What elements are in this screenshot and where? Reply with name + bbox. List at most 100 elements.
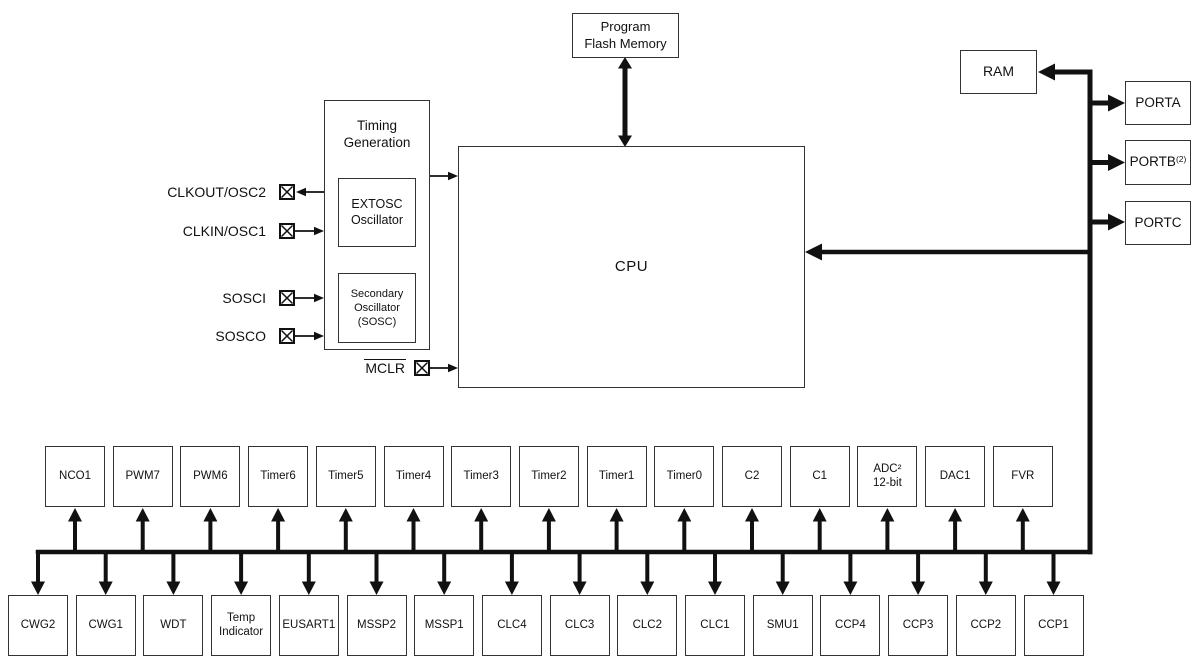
clkout-arrow [296, 187, 324, 197]
peripheral-clc2-block: CLC2 [617, 595, 678, 656]
peripheral-dac1-block: DAC1 [925, 446, 986, 507]
bus-up-arrow [271, 508, 286, 551]
peripheral-label: Indicator [219, 625, 264, 638]
bus-down-arrow [301, 550, 316, 595]
bus-portc-arrow [1090, 213, 1125, 231]
peripheral-eusart1-block: EUSART1 [278, 595, 339, 656]
peripheral-label: CLC1 [700, 618, 730, 631]
program-flash-memory-block: Program Flash Memory [572, 13, 679, 58]
peripheral-ccp4-block: CCP4 [820, 595, 881, 656]
secondary-oscillator-block: Secondary Oscillator (SOSC) [338, 273, 416, 343]
bus-down-arrow [369, 550, 384, 595]
bus-up-arrow [609, 508, 624, 551]
bus-down-arrow [640, 550, 655, 595]
peripheral-ccp3-block: CCP3 [888, 595, 949, 656]
clkout-pin-icon [279, 184, 295, 200]
peripheral-label: CLC2 [632, 618, 662, 631]
peripheral-label: Timer0 [666, 469, 702, 482]
block-label: Generation [343, 134, 411, 150]
peripheral-label: CWG2 [20, 618, 56, 631]
peripheral-timer1-block: Timer1 [586, 446, 647, 507]
peripheral-cwg1-block: CWG1 [75, 595, 136, 656]
bus-down-arrow [166, 550, 181, 595]
peripheral-fvr-block: FVR [992, 446, 1053, 507]
block-label: RAM [982, 63, 1015, 80]
block-label: PORTB [1129, 154, 1176, 170]
portb-footnote: (2) [1175, 154, 1187, 165]
peripheral-timer6-block: Timer6 [248, 446, 309, 507]
bus-up-arrow [338, 508, 353, 551]
peripheral-label: Temp [227, 611, 256, 624]
peripheral-timer3-block: Timer3 [451, 446, 512, 507]
cpu-block: CPU [458, 146, 805, 388]
bus-down-arrow [708, 550, 722, 595]
peripheral-label: Timer2 [531, 469, 567, 482]
bus-up-arrow [68, 508, 82, 551]
block-label: Oscillator [350, 212, 404, 227]
peripheral-label: CCP4 [835, 618, 866, 631]
peripheral-label: FVR [1011, 469, 1035, 482]
peripheral-label: MSSP1 [424, 618, 464, 631]
portb-block: PORTB(2) [1125, 140, 1191, 185]
bus-down-arrow [775, 550, 790, 595]
block-label: CPU [614, 257, 649, 275]
block-label: Secondary [350, 287, 404, 300]
peripheral-pwm7-block: PWM7 [112, 446, 173, 507]
peripheral-label: CCP1 [1038, 618, 1069, 631]
peripheral-cwg2-block: CWG2 [8, 595, 68, 656]
bus-ram-arrow [1038, 63, 1091, 81]
peripheral-timer5-block: Timer5 [315, 446, 376, 507]
bus-up-arrow [474, 508, 489, 551]
peripheral-label: Timer5 [328, 469, 364, 482]
block-label: Program [600, 19, 651, 35]
peripheral-label: Timer6 [260, 469, 296, 482]
peripheral-ccp2-block: CCP2 [955, 595, 1016, 656]
peripheral-label: CWG1 [88, 618, 123, 631]
peripheral-label: 12-bit [873, 476, 902, 489]
peripheral-timer4-block: Timer4 [383, 446, 444, 507]
peripheral-label: WDT [160, 618, 187, 631]
mclr-pin-icon [414, 360, 430, 376]
bus-up-arrow [948, 508, 963, 551]
block-label: PORTC [1134, 214, 1182, 230]
bus-down-arrow [911, 550, 926, 595]
bus-down-arrow [978, 550, 993, 595]
peripheral-clc4-block: CLC4 [481, 595, 542, 656]
block-label: PORTA [1135, 94, 1181, 110]
mclr-label: MCLR [246, 359, 406, 376]
peripheral-clc1-block: CLC1 [685, 595, 745, 656]
peripheral-label: PWM7 [125, 469, 160, 482]
peripheral-c1-block: C1 [789, 446, 850, 507]
peripheral-label: PWM6 [193, 469, 228, 482]
peripheral-timer0-block: Timer0 [654, 446, 715, 507]
peripheral-label: SMU1 [766, 618, 799, 631]
sosci-arrow [295, 293, 324, 303]
bus-down-arrow [1046, 550, 1061, 595]
bus-cpu-arrow [805, 243, 1090, 261]
clkin-osc1-label: CLKIN/OSC1 [182, 223, 266, 239]
flash-cpu-double-arrow [618, 57, 632, 147]
sosco-arrow [295, 331, 324, 341]
ram-block: RAM [960, 50, 1037, 94]
bus-up-arrow [406, 508, 421, 551]
peripheral-clc3-block: CLC3 [549, 595, 610, 656]
bus-up-arrow [677, 508, 692, 551]
bus-up-arrow [812, 508, 827, 551]
bus-up-arrow [1015, 508, 1030, 551]
bus-down-arrow [98, 550, 113, 595]
bus-up-arrow [541, 508, 556, 551]
extosc-oscillator-block: EXTOSC Oscillator [338, 178, 416, 247]
clkout-osc2-label: CLKOUT/OSC2 [167, 184, 266, 200]
peripheral-nco1-block: NCO1 [45, 446, 105, 507]
peripheral-label: Timer1 [598, 469, 635, 482]
clkin-pin-icon [279, 223, 295, 239]
peripheral-label: EUSART1 [282, 618, 336, 631]
bus-up-arrow [880, 508, 895, 551]
bus-down-arrow [504, 550, 519, 595]
bus-up-arrow [203, 508, 218, 551]
peripheral-mssp2-block: MSSP2 [346, 595, 407, 656]
peripheral-label: NCO1 [59, 469, 91, 482]
sosco-label: SOSCO [215, 328, 266, 344]
